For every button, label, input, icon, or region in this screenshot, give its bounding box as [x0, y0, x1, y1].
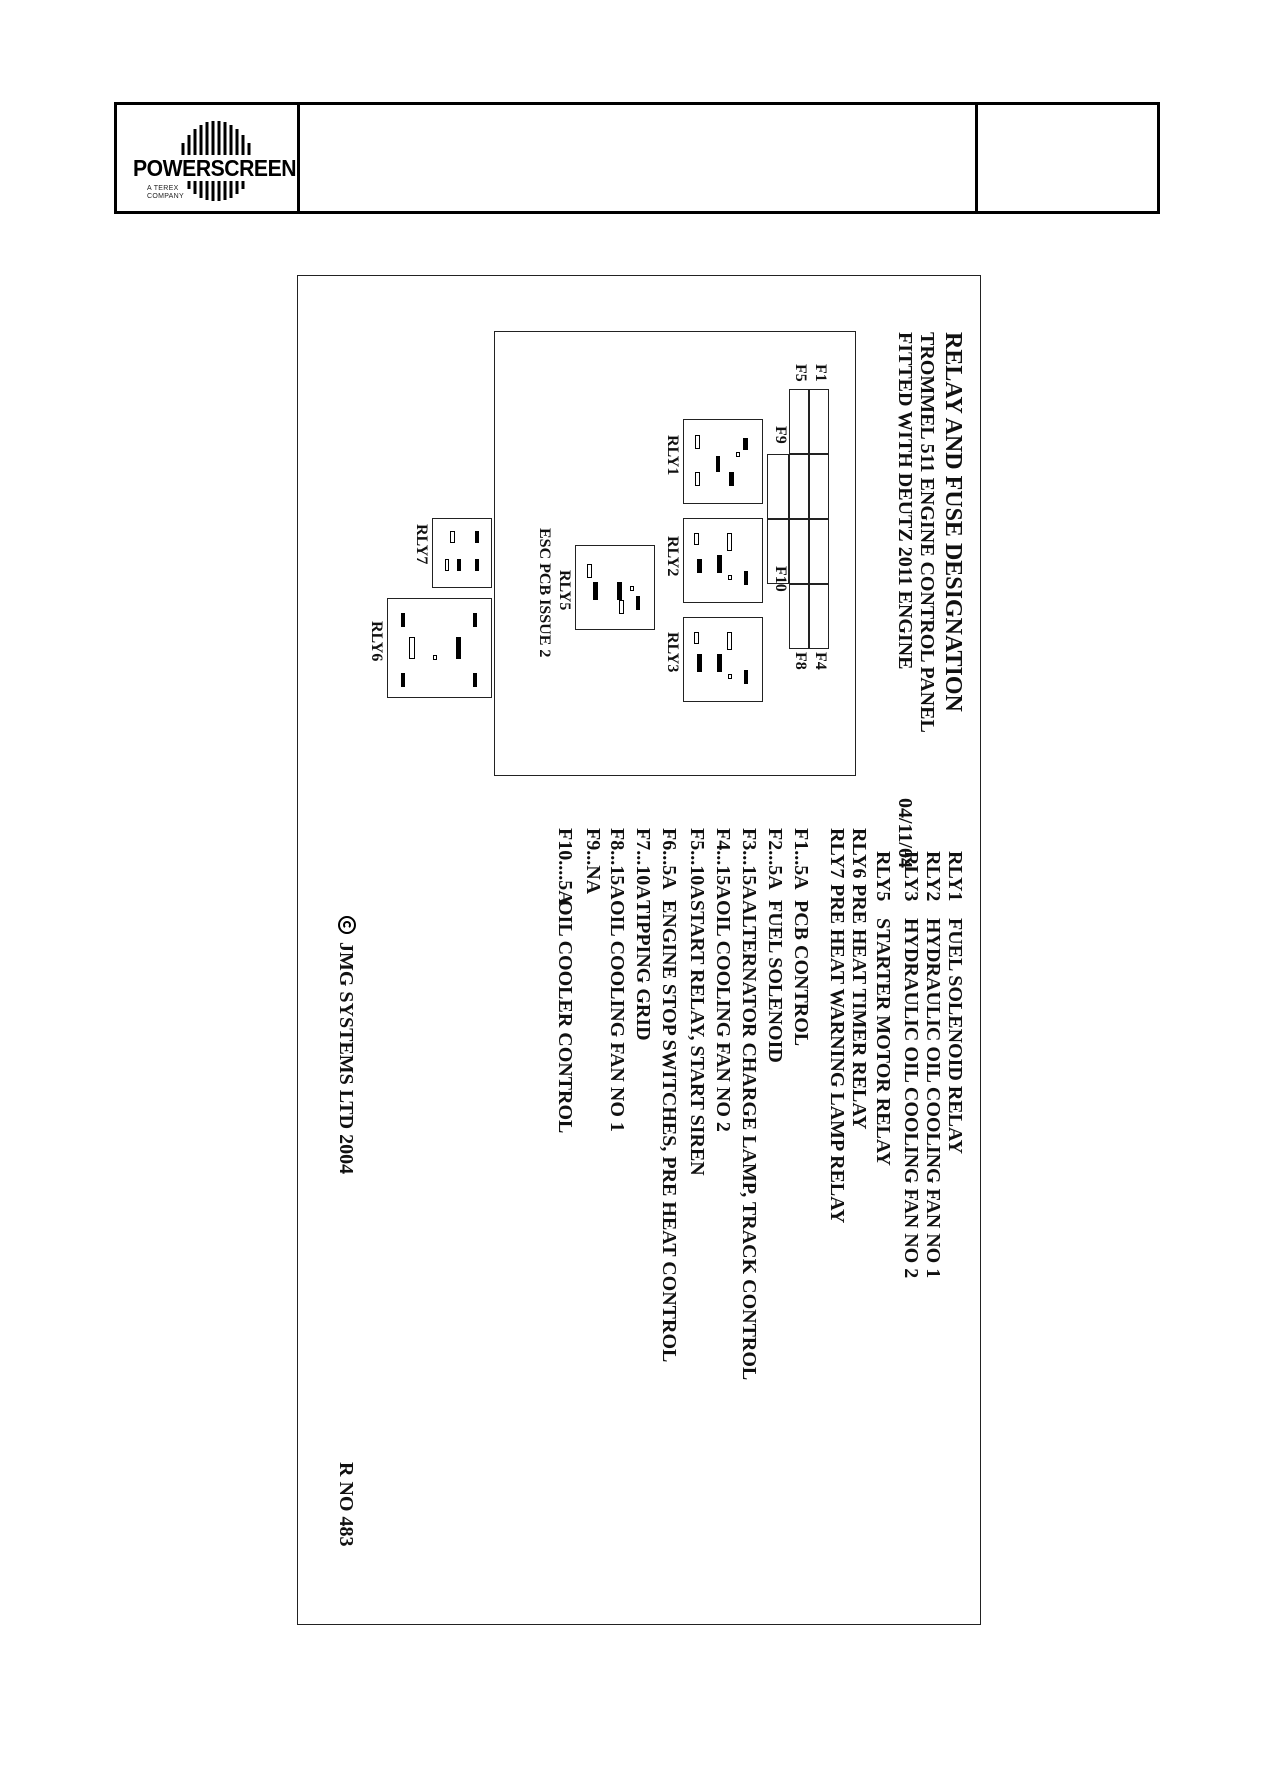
fuse-label-f5: F5 [792, 364, 809, 382]
pcb-board: F1 F5 F9 F10 F4 F8 RLY1 [494, 331, 856, 776]
reference-cell [978, 105, 1157, 211]
diagram-subtitle-2: FITTED WITH DEUTZ 2011 ENGINE [894, 332, 916, 670]
logo-wordmark: POWERSCREEN [133, 155, 297, 181]
logo-cell: POWERSCREEN A TEREX COMPANY [117, 105, 300, 211]
relay-label-rly7: RLY7 [413, 524, 430, 565]
relay-label-rly1: RLY1 [664, 435, 681, 476]
fuse-f3 [809, 519, 829, 584]
part-number: R NO 483 [335, 1462, 357, 1547]
pcb-label: ESC PCB ISSUE 2 [536, 528, 553, 658]
fuse-f4 [809, 584, 829, 649]
relay-rly2 [683, 518, 763, 603]
logo-tagline-2: COMPANY [147, 193, 184, 200]
diagram-title: RELAY AND FUSE DESIGNATION [940, 332, 966, 712]
copyright-notice: JMG SYSTEMS LTD 2004 [334, 916, 357, 1174]
fuse-label-f10: F10 [772, 566, 789, 592]
logo-tagline-1: A TEREX [147, 185, 179, 192]
relay-label-rly5: RLY5 [556, 570, 573, 611]
fuse-label-f1: F1 [812, 364, 829, 382]
fuse-f6 [789, 454, 809, 519]
fuse-label-f9: F9 [772, 426, 789, 444]
diagram-frame: RELAY AND FUSE DESIGNATION TROMMEL 511 E… [297, 275, 981, 1625]
fuse-f2 [809, 454, 829, 519]
diagram-subtitle-1: TROMMEL 511 ENGINE CONTROL PANEL [916, 332, 938, 733]
fuse-f9 [767, 454, 789, 519]
copyright-icon [338, 916, 356, 934]
fuse-f7 [789, 519, 809, 584]
relay-rly7 [432, 518, 492, 588]
fuse-label-f8: F8 [792, 652, 809, 670]
rotated-diagram: RELAY AND FUSE DESIGNATION TROMMEL 511 E… [334, 331, 966, 1547]
title-cell [300, 105, 978, 211]
fuse-f5 [789, 389, 809, 454]
fuse-f1 [809, 389, 829, 454]
relay-rly1 [683, 419, 763, 504]
fuse-label-f4: F4 [812, 652, 829, 670]
powerscreen-logo-icon [181, 121, 251, 201]
relay-rly5 [575, 545, 655, 630]
relay-label-rly6: RLY6 [368, 621, 385, 662]
relay-rly3 [683, 617, 763, 702]
relay-label-rly3: RLY3 [664, 632, 681, 673]
fuse-f8 [789, 584, 809, 649]
title-block: POWERSCREEN A TEREX COMPANY [114, 102, 1160, 214]
relay-rly6 [387, 598, 492, 698]
relay-label-rly2: RLY2 [664, 536, 681, 577]
